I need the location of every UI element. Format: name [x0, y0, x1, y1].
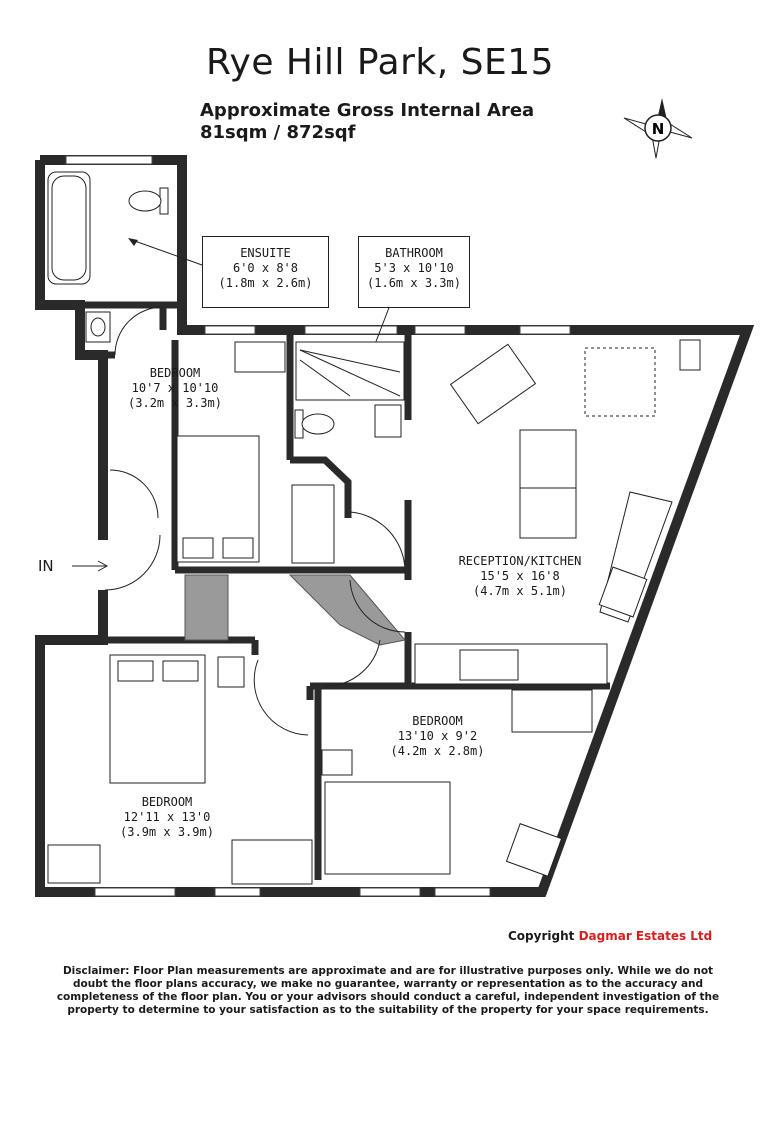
bedroom3-name: BEDROOM [141, 795, 193, 809]
basin-icon [85, 311, 111, 343]
outer-walls [35, 155, 755, 897]
bedroom3-metric: (3.9m x 3.9m) [120, 825, 214, 839]
copyright-company: Dagmar Estates Ltd [578, 929, 713, 943]
entrance-label: IN [38, 557, 54, 575]
desk-icon [291, 484, 335, 564]
ensuite-metric: (1.8m x 2.6m) [218, 276, 313, 290]
sofa-icon [519, 429, 577, 539]
wardrobe-icon [234, 341, 286, 373]
copyright: Copyright Dagmar Estates Ltd [508, 929, 712, 943]
compass-icon [623, 98, 693, 159]
bedroom1-name: BEDROOM [149, 366, 201, 380]
bath-icon [47, 171, 91, 285]
internal-walls [82, 301, 610, 880]
bed-icon-2 [324, 781, 451, 875]
bathroom-imperial: 5'3 x 10'10 [374, 261, 454, 275]
armchair-icon [449, 343, 537, 425]
wardrobe-icon-2 [511, 689, 593, 733]
windows [65, 155, 571, 897]
bedroom2-label: BEDROOM 13'10 x 9'2 (4.2m x 2.8m) [375, 714, 500, 759]
bedroom1-label: BEDROOM 10'7 x 10'10 (3.2m x 3.3m) [110, 366, 240, 411]
doors [104, 306, 406, 736]
toilet-icon [128, 187, 169, 215]
ensuite-name: ENSUITE [240, 246, 291, 260]
bathroom-name: BATHROOM [385, 246, 443, 260]
reception-metric: (4.7m x 5.1m) [473, 584, 567, 598]
bedroom2-metric: (4.2m x 2.8m) [390, 744, 485, 758]
hob-icon [598, 566, 648, 618]
ensuite-callout: ENSUITE 6'0 x 8'8 (1.8m x 2.6m) [202, 236, 329, 308]
hallway-floor [184, 574, 229, 641]
bedroom1-imperial: 10'7 x 10'10 [131, 381, 219, 395]
bedroom3-label: BEDROOM 12'11 x 13'0 (3.9m x 3.9m) [102, 795, 232, 840]
disclaimer: Disclaimer: Floor Plan measurements are … [56, 965, 720, 1016]
gross-area: Approximate Gross Internal Area 81sqm / … [200, 100, 534, 144]
bedroom2-imperial: 13'10 x 9'2 [397, 729, 478, 743]
dining-table-icon [584, 347, 656, 417]
ensuite-imperial: 6'0 x 8'8 [232, 261, 299, 275]
wardrobe-icon-3 [231, 839, 313, 885]
page-title: Rye Hill Park, SE15 [205, 42, 555, 83]
reception-label: RECEPTION/KITCHEN 15'5 x 16'8 (4.7m x 5.… [440, 554, 600, 599]
bathroom-metric: (1.6m x 3.3m) [367, 276, 461, 290]
reception-imperial: 15'5 x 16'8 [480, 569, 560, 583]
bedroom1-metric: (3.2m x 3.3m) [128, 396, 222, 410]
bedroom3-imperial: 12'11 x 13'0 [123, 810, 211, 824]
bathroom-basin-icon [374, 404, 402, 438]
shower-icon [295, 341, 405, 401]
gross-area-label: Approximate Gross Internal Area [200, 100, 535, 121]
bathroom-toilet-icon [294, 409, 335, 439]
sink-icon [459, 649, 519, 681]
compass-letter: N [652, 120, 665, 138]
gross-area-value: 81sqm / 872sqf [200, 122, 356, 143]
bathroom-callout: BATHROOM 5'3 x 10'10 (1.6m x 3.3m) [358, 236, 470, 308]
bedroom2-name: BEDROOM [412, 714, 463, 728]
reception-name: RECEPTION/KITCHEN [458, 554, 582, 568]
copyright-prefix: Copyright [508, 929, 575, 943]
